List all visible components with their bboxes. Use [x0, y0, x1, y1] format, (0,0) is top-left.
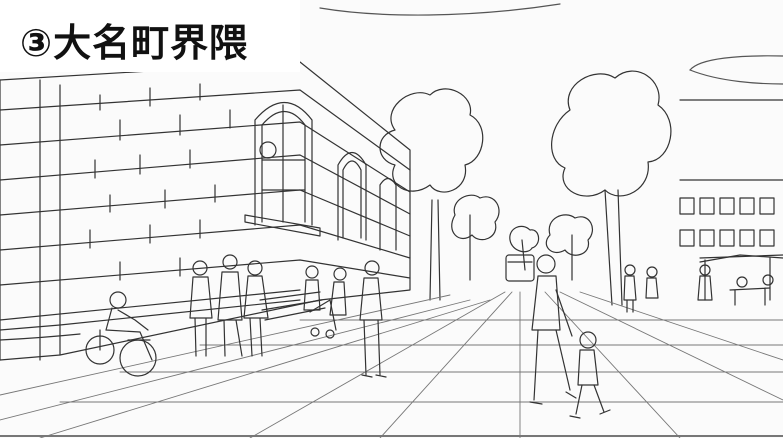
plaza-people [623, 254, 783, 313]
clouds [319, 3, 783, 85]
stone-building [0, 61, 411, 361]
trees [379, 70, 672, 306]
wheelchair-user [85, 291, 157, 377]
page-title: ③大名町界隈 [20, 21, 249, 65]
bus [505, 254, 535, 282]
pedestrians-group [189, 254, 347, 357]
right-building [679, 99, 783, 301]
pavement [0, 291, 783, 438]
title-banner: ③大名町界隈 [0, 0, 300, 72]
woman-and-child [529, 254, 611, 419]
man-walking [359, 260, 387, 378]
